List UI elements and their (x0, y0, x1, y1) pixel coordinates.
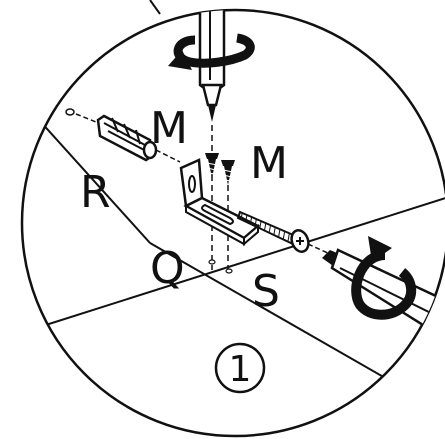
label-q: Q (150, 243, 185, 294)
wall-hole (209, 260, 215, 264)
callout-leader-line (150, 0, 160, 14)
label-s: S (252, 266, 280, 317)
step-number: 1 (229, 349, 252, 390)
wall-hole (226, 269, 232, 273)
label-r: R (80, 167, 111, 218)
label-m-right: M (250, 138, 288, 189)
step-number-badge: 1 (216, 344, 264, 392)
label-m-top: M (150, 103, 188, 154)
